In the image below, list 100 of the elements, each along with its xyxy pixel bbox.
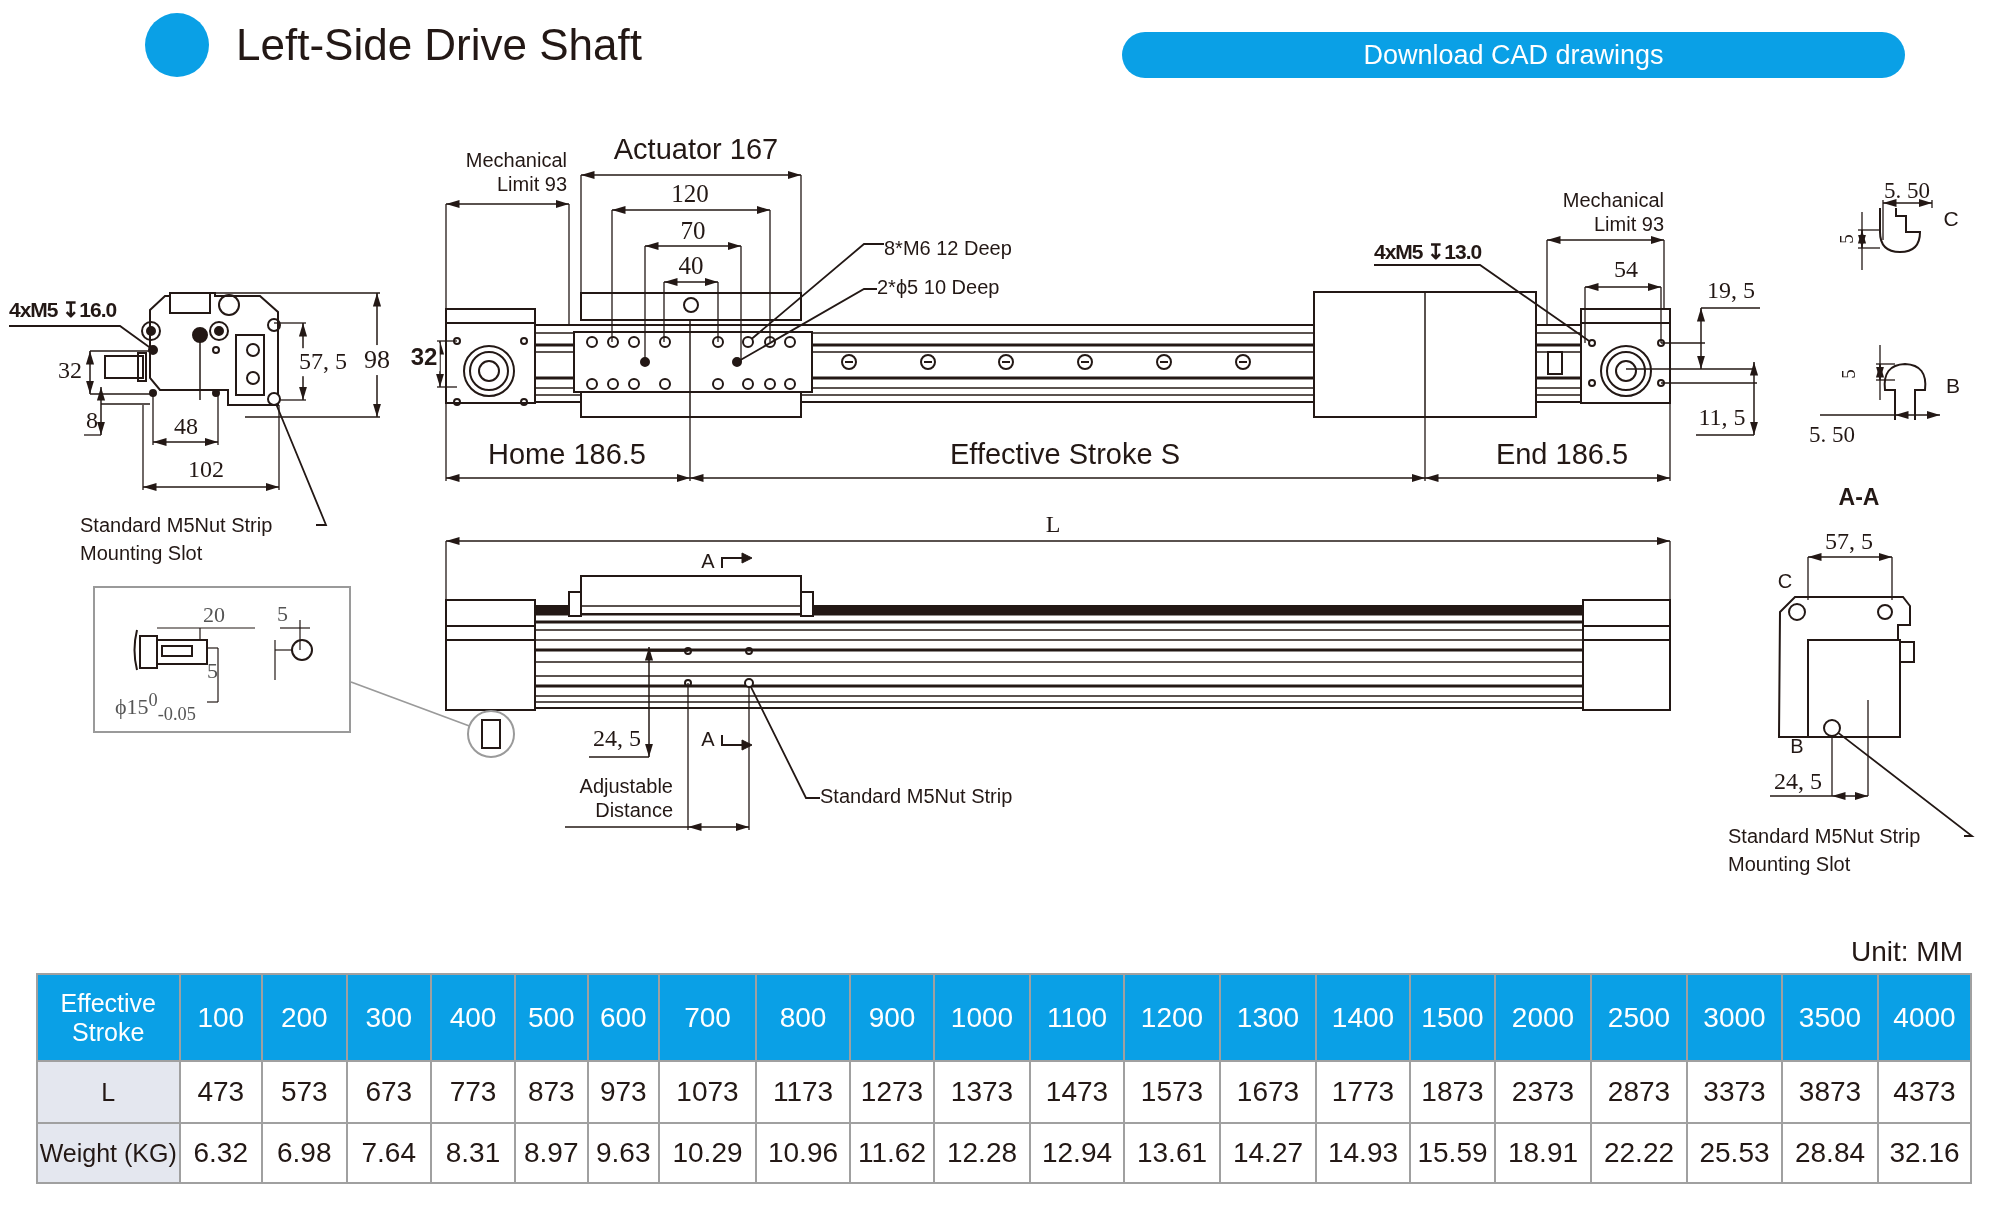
table-cell: 1473 [1030, 1061, 1124, 1123]
dimension-text: 5 [207, 658, 218, 684]
section-letter: B [1790, 734, 1804, 758]
dimension-text: 5. 50 [1809, 421, 1855, 449]
table-cell: 1273 [850, 1061, 934, 1123]
dimension-caption: Mechanical Limit 93 [464, 148, 567, 196]
connector-line [8, 325, 151, 349]
mounting-hole [1588, 339, 1596, 347]
table-header-cell: 4000 [1878, 974, 1971, 1061]
dimension-caption: Mechanical Limit 93 [1561, 188, 1664, 236]
table-cell: 1173 [756, 1061, 850, 1123]
table-header-cell: 1400 [1316, 974, 1410, 1061]
table-cell: 25.53 [1687, 1123, 1782, 1183]
table-header-cell: 2500 [1591, 974, 1687, 1061]
callout-text: 2*ϕ5 10 Deep [877, 276, 1000, 299]
dimension-text: 20 [203, 602, 225, 628]
table-cell: 473 [179, 1061, 262, 1123]
dimension-text: 54 [1614, 256, 1638, 284]
dimension-text: 40 [678, 251, 704, 281]
dimension-text: 5 [1838, 369, 1860, 379]
table-header-cell: 300 [346, 974, 431, 1061]
section-title: A-A [1838, 483, 1880, 511]
table-cell: 28.84 [1782, 1123, 1878, 1183]
table-cell: 1073 [659, 1061, 756, 1123]
dimension-text: 98 [362, 345, 392, 375]
dimension-text: 19, 5 [1707, 277, 1755, 305]
table-cell: 10.96 [756, 1123, 850, 1183]
dimension-text: 48 [174, 413, 198, 441]
dimension-text: 5. 50 [1884, 177, 1930, 205]
nut-strip-slot [1823, 719, 1841, 737]
table-cell: 22.22 [1591, 1123, 1687, 1183]
dimension-text: 11, 5 [1698, 404, 1746, 432]
table-header-cell: 800 [756, 974, 850, 1061]
table-cell: 4373 [1878, 1061, 1971, 1123]
table-cell: 13.61 [1124, 1123, 1220, 1183]
table-cell: 10.29 [659, 1123, 756, 1183]
callout-text: 4xM5 ↧16.0 [9, 298, 117, 322]
table-cell: 12.94 [1030, 1123, 1124, 1183]
connector-line [749, 685, 821, 799]
table-header-cell: 1200 [1124, 974, 1220, 1061]
table-cell: 873 [515, 1061, 588, 1123]
connector-line [350, 681, 471, 727]
dimension-text: L [1045, 511, 1061, 539]
dimension-text: 24, 5 [593, 725, 641, 753]
dimension-text: 102 [188, 456, 224, 484]
row-header-cell: Weight (KG) [37, 1123, 180, 1183]
dimension-caption: Effective Stroke S [950, 438, 1180, 472]
table-cell: 1773 [1316, 1061, 1410, 1123]
dimension-caption: End 186.5 [1495, 438, 1629, 472]
dimension-text: 5 [277, 601, 288, 627]
table-cell: 973 [587, 1061, 659, 1123]
section-letter: C [1777, 569, 1793, 593]
table-header-cell: 400 [431, 974, 515, 1061]
title: Left-Side Drive Shaft [236, 20, 642, 71]
table-cell: 14.27 [1220, 1123, 1316, 1183]
row-header-cell: L [37, 1061, 180, 1123]
dimension-text: 8 [86, 407, 98, 435]
table-cell: 573 [262, 1061, 347, 1123]
callout-text: Standard M5Nut Strip [820, 785, 1013, 808]
table-cell: 12.28 [934, 1123, 1030, 1183]
table-cell: 15.59 [1410, 1123, 1495, 1183]
pin-hole [732, 357, 742, 367]
detail-circle [467, 710, 515, 758]
mounting-hole [742, 336, 754, 348]
table-cell: 2373 [1495, 1061, 1591, 1123]
table-cell: 673 [346, 1061, 431, 1123]
table-cell: 14.93 [1316, 1123, 1410, 1183]
table-cell: 18.91 [1495, 1123, 1591, 1183]
table-cell: 8.97 [515, 1123, 588, 1183]
connector-line [750, 243, 885, 340]
table-header-cell: 600 [587, 974, 659, 1061]
dimension-text: 24, 5 [1774, 768, 1822, 796]
table-cell: 1873 [1410, 1061, 1495, 1123]
callout-text: Standard M5Nut Strip Mounting Slot [80, 511, 316, 567]
connector-line [1373, 264, 1591, 343]
section-letter: A [701, 549, 715, 573]
dimension-caption: Actuator 167 [613, 133, 779, 167]
dimension-caption: Home 186.5 [488, 438, 646, 472]
table-cell: 3373 [1687, 1061, 1782, 1123]
download-banner: Download CAD drawings [1122, 32, 1905, 78]
table-header-cell: 700 [659, 974, 756, 1061]
table-cell: 32.16 [1878, 1123, 1971, 1183]
callout-text: 4xM5 ↧13.0 [1374, 240, 1482, 264]
table-header-cell: 1000 [934, 974, 1030, 1061]
table-header-cell: 1500 [1410, 974, 1495, 1061]
table-cell: 11.62 [850, 1123, 934, 1183]
table-header-cell: 200 [262, 974, 347, 1061]
dimension-text: 120 [671, 179, 709, 209]
callout-text: 8*M6 12 Deep [884, 237, 1012, 260]
table-header-cell: 900 [850, 974, 934, 1061]
dimension-text: 57, 5 [1825, 528, 1873, 556]
table-cell: 2873 [1591, 1061, 1687, 1123]
table-header-cell: 3000 [1687, 974, 1782, 1061]
table-header-cell: 1100 [1030, 974, 1124, 1061]
dimension-caption: Adjustable Distance [578, 774, 673, 822]
nut-strip-slot [267, 392, 281, 406]
table-cell: 773 [431, 1061, 515, 1123]
connector-line [275, 403, 328, 526]
table-header-cell: 3500 [1782, 974, 1878, 1061]
dimension-text: 70 [680, 216, 706, 246]
